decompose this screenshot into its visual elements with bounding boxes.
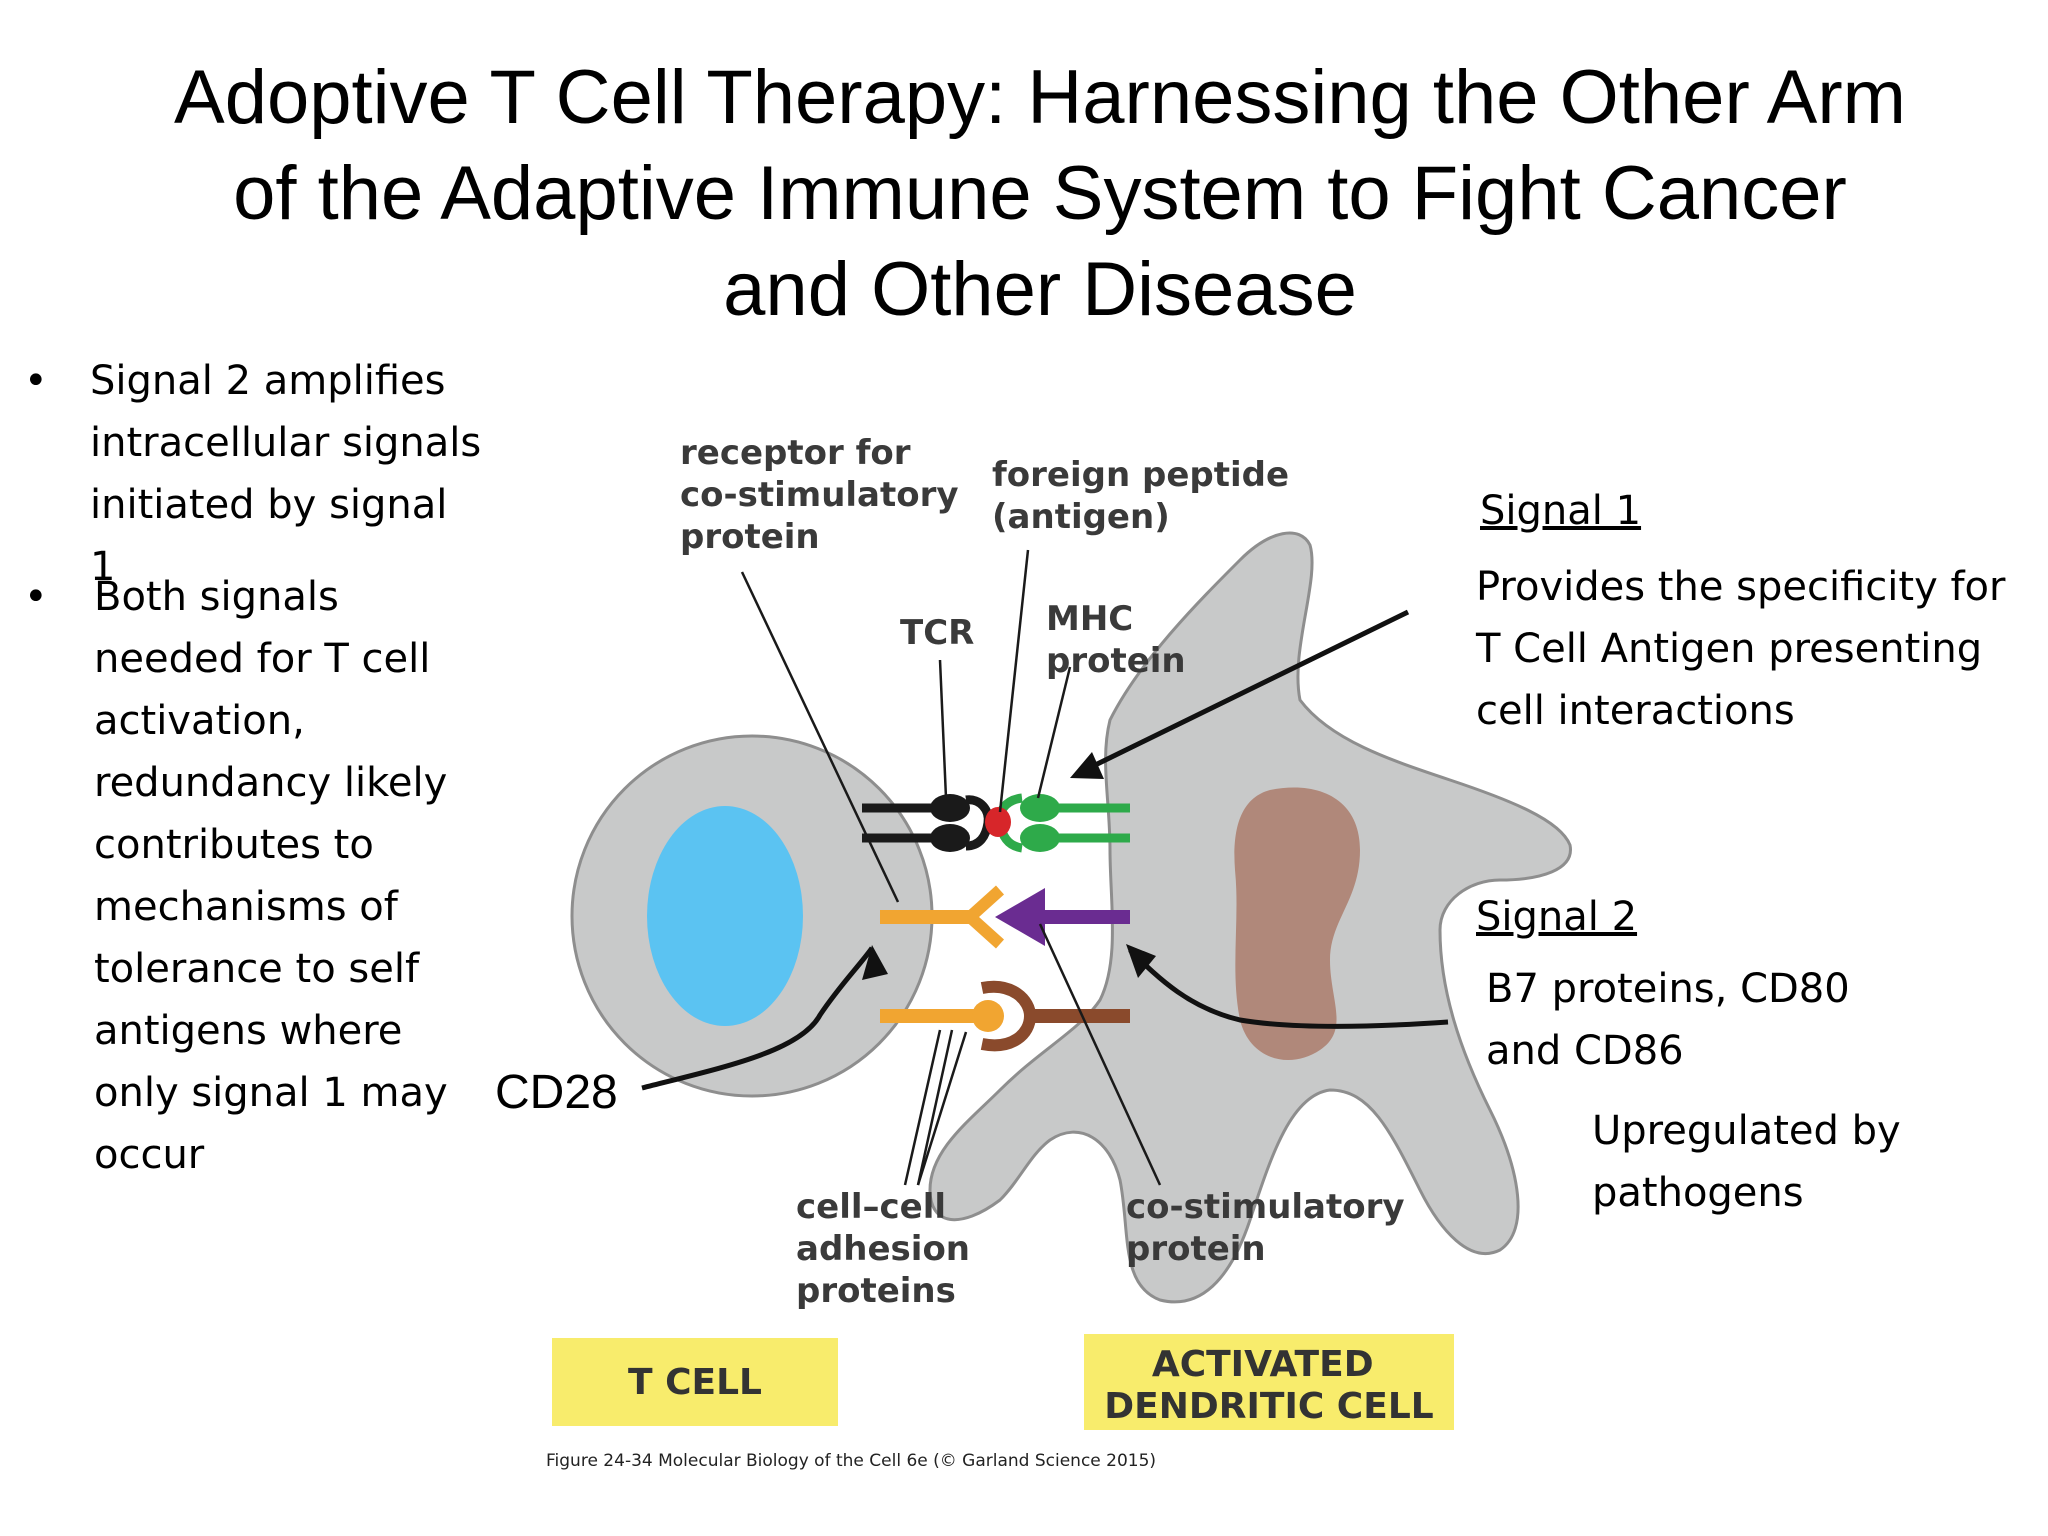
upregulated-note: Upregulated by pathogens (1592, 1100, 1901, 1224)
signal-2-block: Signal 2 (1476, 886, 1637, 948)
signal-1-block: Signal 1 (1480, 480, 1641, 542)
bullet-list: Signal 2 amplifies intracellular signals… (24, 350, 524, 1186)
t-cell-box-label: T CELL (628, 1362, 762, 1403)
t-cell-box (552, 1338, 838, 1426)
signal-2-heading: Signal 2 (1476, 894, 1638, 940)
foreign-peptide-line-1: foreign peptide (992, 455, 1289, 495)
costim-label-line-2: protein (1126, 1229, 1266, 1269)
title-line-3: and Other Disease (723, 247, 1357, 332)
t-cell-nucleus (647, 806, 803, 1026)
bullet-1-line-2: intracellular signals (90, 420, 482, 466)
signal-1-line-2: T Cell Antigen presenting (1476, 626, 1983, 672)
dendritic-cell-box-label: ACTIVATED DENDRITIC CELL (1104, 1344, 1433, 1427)
receptor-label-line-3: protein (680, 517, 820, 557)
title-line-1: Adoptive T Cell Therapy: Harnessing the … (174, 55, 1906, 140)
bullet-2-line-1: Both signals (94, 574, 339, 620)
adhesion-label-line-3: proteins (796, 1271, 956, 1311)
signal-1-line-1: Provides the specificity for (1476, 564, 2006, 610)
signal-1-description: Provides the specificity for T Cell Anti… (1476, 556, 2005, 742)
mhc-label: MHC protein (1046, 599, 1186, 681)
adhesion-protein-pair (880, 980, 1130, 1052)
dendritic-cell-box (1084, 1334, 1454, 1430)
adhesion-label: cell–cell adhesion proteins (796, 1187, 982, 1311)
signal-2-line-1: B7 proteins, CD80 (1486, 966, 1850, 1012)
bullet-2-line-6: mechanisms of (94, 884, 398, 930)
pointer-lines (740, 549, 1162, 1186)
dendritic-nucleus (1234, 787, 1360, 1060)
cd28-label: CD28 (495, 1066, 618, 1119)
cd28-b7-interaction (880, 885, 1130, 949)
dendritic-box-line-2: DENDRITIC CELL (1104, 1386, 1433, 1427)
tcr-label: TCR (900, 613, 974, 653)
signal-1-heading: Signal 1 (1480, 488, 1642, 534)
bullet-2-line-9: only signal 1 may (94, 1070, 448, 1116)
receptor-label-line-1: receptor for (680, 433, 911, 473)
costim-protein-label: co-stimulatory protein (1126, 1187, 1416, 1269)
receptor-label-line-2: co-stimulatory (680, 475, 959, 515)
slide-title: Adoptive T Cell Therapy: Harnessing the … (60, 50, 2020, 338)
signal-2-line-2: and CD86 (1486, 1028, 1684, 1074)
bullet-2-line-5: contributes to (94, 822, 374, 868)
annotation-arrows (641, 609, 1449, 1091)
bullet-1-line-3: initiated by signal (90, 482, 448, 528)
receptor-label: receptor for co-stimulatory protein (680, 433, 970, 557)
adhesion-label-line-1: cell–cell (796, 1187, 946, 1227)
title-line-2: of the Adaptive Immune System to Fight C… (233, 151, 1847, 236)
figure-caption: Figure 24-34 Molecular Biology of the Ce… (546, 1451, 1156, 1471)
costim-label-line-1: co-stimulatory (1126, 1187, 1405, 1227)
signal-1-line-3: cell interactions (1476, 688, 1795, 734)
bullet-2-line-2: needed for T cell (94, 636, 431, 682)
bullet-2-line-3: activation, (94, 698, 305, 744)
bullet-item-1: Signal 2 amplifies intracellular signals… (24, 350, 524, 598)
annotation-arrowheads (862, 752, 1156, 980)
bullet-2-line-10: occur (94, 1132, 205, 1178)
bullet-2-line-8: antigens where (94, 1008, 403, 1054)
tcr-mhc-complex (862, 793, 1130, 853)
foreign-peptide-label: foreign peptide (antigen) (992, 455, 1301, 537)
bullet-2-line-7: tolerance to self (94, 946, 420, 992)
mhc-label-line-1: MHC (1046, 599, 1133, 639)
adhesion-label-line-2: adhesion (796, 1229, 970, 1269)
mhc-label-line-2: protein (1046, 641, 1186, 681)
upregulated-line-2: pathogens (1592, 1170, 1804, 1216)
bullet-item-2: Both signals needed for T cell activatio… (24, 566, 524, 1186)
upregulated-line-1: Upregulated by (1592, 1108, 1901, 1154)
bullet-2-line-4: redundancy likely (94, 760, 448, 806)
bullet-1-line-1: Signal 2 amplifies (90, 358, 446, 404)
signal-2-description: B7 proteins, CD80 and CD86 (1486, 958, 1850, 1082)
dendritic-box-line-1: ACTIVATED (1152, 1344, 1374, 1385)
foreign-peptide-line-2: (antigen) (992, 497, 1170, 537)
